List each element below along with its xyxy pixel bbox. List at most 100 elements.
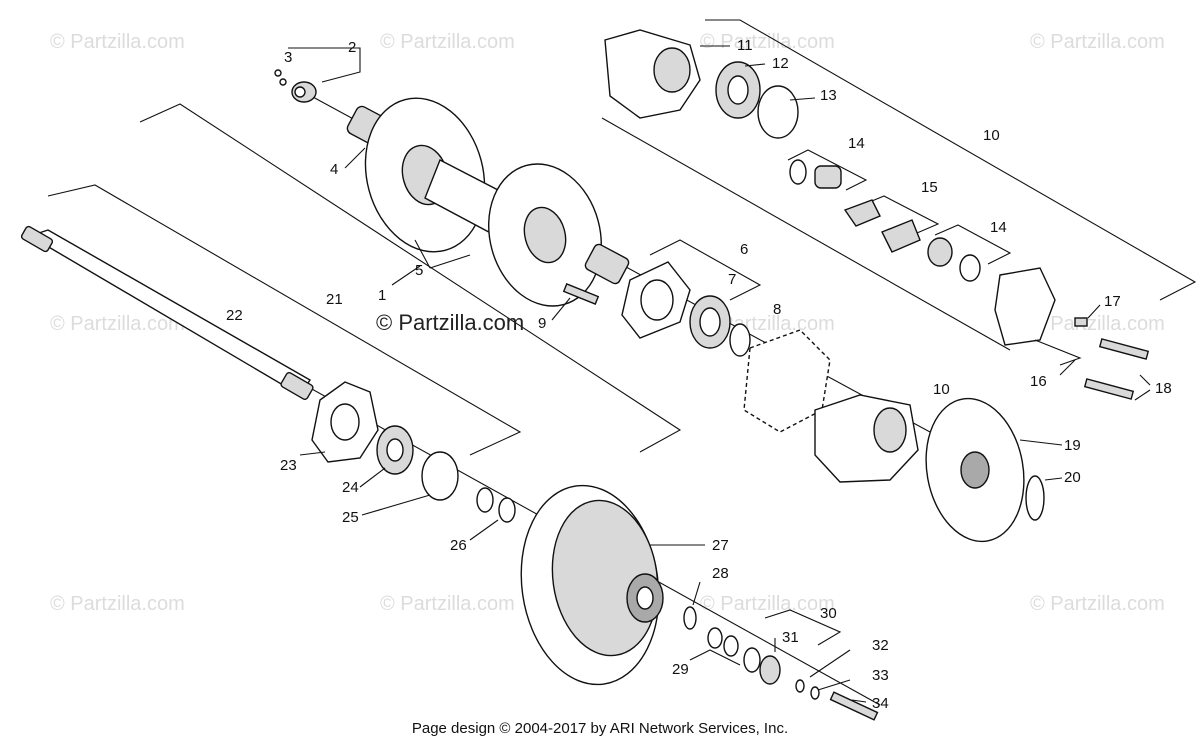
watermark: © Partzilla.com	[380, 31, 515, 53]
callout-21: 21	[326, 291, 343, 308]
callout-34: 34	[872, 695, 889, 712]
part-23-flange-bore	[330, 403, 360, 441]
leader-1	[391, 265, 421, 286]
part-1-axle-stub	[584, 243, 630, 285]
part-2-bearing-bore	[294, 86, 306, 98]
leader-26	[469, 519, 499, 541]
callout-29: 29	[672, 661, 689, 678]
callout-31: 31	[782, 629, 799, 646]
callout-6: 6	[740, 241, 748, 258]
leader-18	[1139, 374, 1151, 386]
callout-16: 16	[1030, 373, 1047, 390]
watermark: © Partzilla.com	[380, 593, 515, 615]
bracket-21	[47, 184, 522, 456]
callout-4: 4	[330, 161, 338, 178]
caliper-half-right	[994, 267, 1056, 346]
callout-30: 30	[820, 605, 837, 622]
bracket-6	[649, 239, 762, 301]
part-31-washer	[743, 647, 761, 673]
part-22-shaft-spline	[20, 225, 54, 253]
watermark: © Partzilla.com	[1030, 593, 1165, 615]
leader-33	[817, 679, 851, 691]
callout-3: 3	[284, 49, 292, 66]
callout-23: 23	[280, 457, 297, 474]
leader-34	[851, 699, 867, 703]
part-18-bolt	[1083, 378, 1135, 400]
callout-11: 11	[737, 37, 753, 54]
bracket-10-lower	[601, 117, 1011, 351]
bracket-14b	[934, 224, 1012, 265]
part-27-clutch-bore	[636, 586, 654, 610]
part-26-ring	[498, 497, 516, 523]
callout-27: 27	[712, 537, 729, 554]
leader-18b	[1134, 389, 1151, 401]
callout-2: 2	[348, 39, 356, 56]
callout-15: 15	[921, 179, 938, 196]
part-18-bolt	[1098, 338, 1150, 360]
part-27-clutch-face	[551, 499, 659, 657]
watermark: © Partzilla.com	[50, 31, 185, 53]
callout-9: 9	[538, 315, 546, 332]
watermark: © Partzilla.com	[1030, 313, 1165, 335]
part-10-caliper-upper-bore	[653, 47, 691, 93]
callout-26: 26	[450, 537, 467, 554]
callout-24: 24	[342, 479, 359, 496]
watermark: © Partzilla.com	[50, 593, 185, 615]
callout-32: 32	[872, 637, 889, 654]
callout-22: 22	[226, 307, 243, 324]
part-25-ring	[421, 451, 459, 501]
leader-13	[789, 97, 816, 101]
watermark: © Partzilla.com	[50, 313, 185, 335]
callout-17: 17	[1104, 293, 1121, 310]
leader-5b	[414, 239, 431, 269]
parts	[20, 29, 1150, 721]
leader-12	[744, 63, 766, 67]
part-16-pin	[1034, 339, 1082, 366]
leader-24	[359, 467, 386, 488]
gasket-outline	[743, 329, 831, 433]
leader-4	[344, 147, 366, 169]
part-6-seal-bore	[640, 279, 674, 321]
callout-labels: 1 2 3 4 5 6 7 8 9 10 10 11 12 13 14 14 1…	[226, 37, 1172, 712]
part-12-bearing-bore	[727, 75, 749, 105]
bracket-14a	[787, 149, 868, 191]
part-9-bolt	[562, 283, 600, 305]
part-3-pin	[279, 78, 287, 86]
callout-1: 1	[378, 287, 386, 304]
watermark: © Partzilla.com	[700, 31, 835, 53]
part-34-bolt	[829, 691, 879, 721]
callout-10-upper: 10	[983, 127, 1000, 144]
leader-23	[299, 451, 326, 456]
bracket-10	[705, 19, 1197, 301]
part-22-shaft	[28, 229, 311, 396]
bracket-2	[288, 47, 361, 83]
leader-32	[809, 649, 851, 678]
part-29-ring	[723, 635, 739, 657]
part-7-bearing-bore	[699, 307, 721, 337]
part-32-washer	[795, 679, 805, 693]
part-19-disc-hub	[960, 451, 990, 489]
part-10-caliper-lower-bore	[873, 407, 907, 453]
callout-14-upper: 14	[848, 135, 865, 152]
part-3-pin	[274, 69, 282, 77]
part-15-pad	[843, 199, 881, 227]
part-24-bearing-bore	[386, 438, 404, 462]
callout-8: 8	[773, 301, 781, 318]
callout-18: 18	[1155, 380, 1172, 397]
callout-33: 33	[872, 667, 889, 684]
part-22-shaft-end	[280, 371, 314, 401]
leader-16	[1059, 359, 1076, 376]
leader-28	[692, 581, 701, 606]
leader-5	[429, 254, 471, 269]
callout-14-lower: 14	[990, 219, 1007, 236]
watermark-group: © Partzilla.com © Partzilla.com © Partzi…	[50, 31, 1165, 615]
part-14-bushing	[814, 165, 842, 189]
watermark: © Partzilla.com	[700, 593, 835, 615]
center-watermark: © Partzilla.com	[376, 310, 524, 335]
callout-28: 28	[712, 565, 729, 582]
part-14-ring	[789, 159, 807, 185]
watermark: © Partzilla.com	[1030, 31, 1165, 53]
callout-13: 13	[820, 87, 837, 104]
leader-17	[1087, 304, 1101, 319]
